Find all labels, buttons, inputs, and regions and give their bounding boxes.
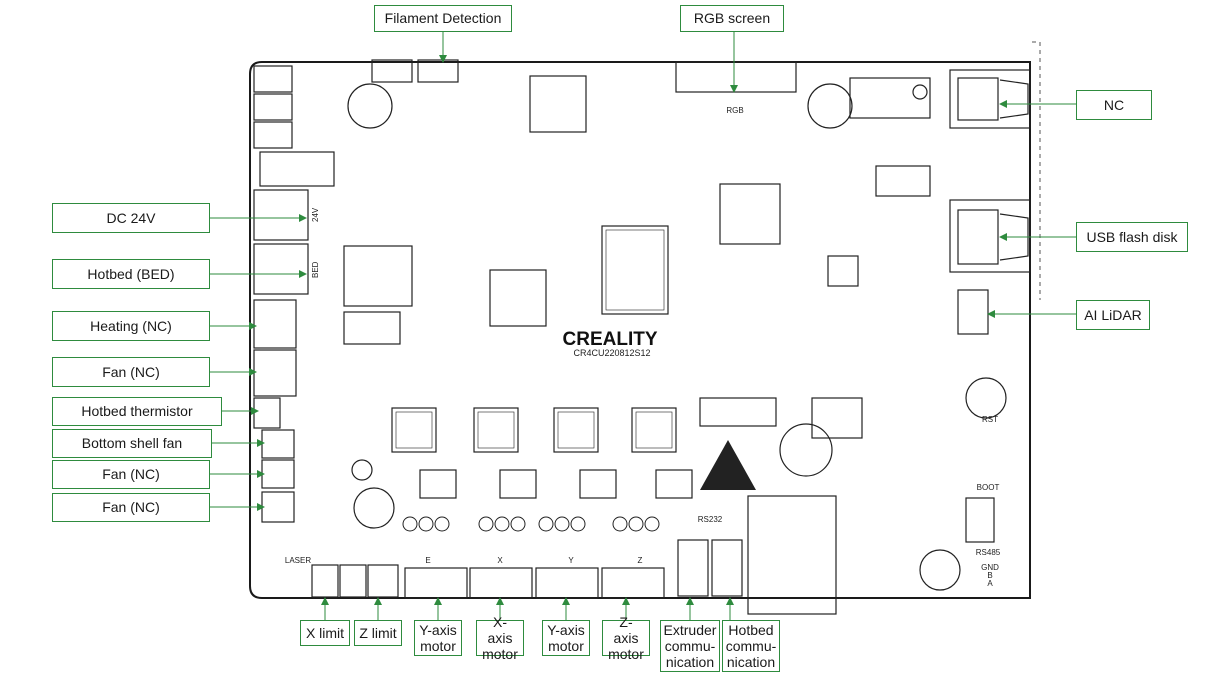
brand-logo: CREALITY [563, 329, 658, 350]
silk-y: Y [568, 556, 574, 565]
label-bottom-shell-fan: Bottom shell fan [52, 429, 212, 458]
usb-connector-top [949, 69, 1031, 129]
silk-b: B [987, 571, 992, 580]
silk-z: Z [638, 556, 643, 565]
label-heating-nc: Heating (NC) [52, 311, 210, 341]
label-fan-nc-1: Fan (NC) [52, 357, 210, 387]
label-usb-flash-disk: USB flash disk [1076, 222, 1188, 252]
label-hotbed-thermistor: Hotbed thermistor [52, 397, 222, 426]
silk-24v: 24V [311, 207, 320, 222]
silk-laser: LASER [285, 556, 311, 565]
silk-a: A [987, 579, 993, 588]
label-rgb-screen: RGB screen [680, 5, 784, 32]
inductor-row [402, 516, 660, 532]
label-y-axis-motor: Y-axis motor [414, 620, 462, 656]
silk-rgb: RGB [726, 106, 743, 115]
silk-rs485: RS485 [976, 548, 1001, 557]
silk-rst: RST [982, 415, 998, 424]
label-fan-nc-3: Fan (NC) [52, 493, 210, 522]
label-dc-24v: DC 24V [52, 203, 210, 233]
label-hotbed-communication: Hotbed commu- nication [722, 620, 780, 672]
silk-boot: BOOT [977, 483, 1000, 492]
label-x-axis-motor: X-axis motor [476, 614, 524, 662]
label-x-limit: X limit [300, 620, 350, 646]
silk-x: X [497, 556, 503, 565]
filament-connector [371, 59, 459, 83]
leader-lines [210, 32, 1076, 620]
components [259, 75, 1007, 591]
board-model: CR4CU220812S12 [573, 348, 650, 358]
label-z-limit: Z limit [354, 620, 402, 646]
pcb-board [249, 61, 1031, 599]
label-z-axis-motor: Z-axis motor [602, 614, 650, 662]
label-hotbed-bed: Hotbed (BED) [52, 259, 210, 289]
silk-gnd: GND [981, 563, 999, 572]
board-edge-dashes [1032, 41, 1041, 300]
silk-rs232: RS232 [698, 515, 723, 524]
label-nc-top: NC [1076, 90, 1152, 120]
label-ai-lidar: AI LiDAR [1076, 300, 1150, 330]
silk-e: E [425, 556, 430, 565]
label-fan-nc-2: Fan (NC) [52, 460, 210, 489]
label-y-axis-motor-2: Y-axis motor [542, 620, 590, 656]
silk-bed: BED [311, 261, 320, 278]
esd-warning-icon [700, 440, 756, 490]
label-filament-detection: Filament Detection [374, 5, 512, 32]
label-extruder-communication: Extruder commu- nication [660, 620, 720, 672]
